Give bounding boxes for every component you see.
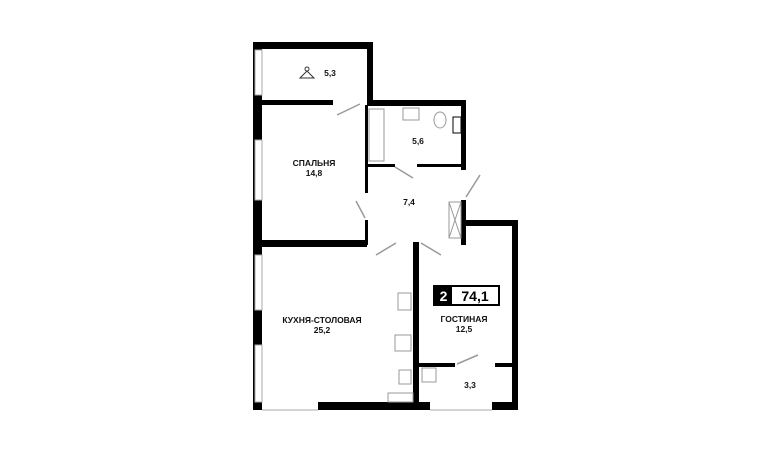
room-area: 14,8 <box>305 168 323 178</box>
washing-machine <box>452 116 462 134</box>
room-name: СПАЛЬНЯ <box>292 158 336 168</box>
room-kitchen-dining: КУХНЯ-СТОЛОВАЯ 25,2 <box>282 315 361 335</box>
toilet <box>433 111 447 129</box>
boiler <box>398 369 412 385</box>
room-name: КУХНЯ-СТОЛОВАЯ <box>282 315 362 325</box>
room-area-storage: 3,3 <box>464 380 476 390</box>
stove <box>394 334 412 352</box>
room-area: 12,5 <box>455 324 473 334</box>
room-area: 25,2 <box>313 325 331 335</box>
apartment-badge: 2 74,1 <box>433 285 500 306</box>
cabinet <box>387 392 414 403</box>
ventilation-shaft <box>448 201 462 239</box>
fixtures <box>368 107 462 403</box>
storage-unit <box>421 367 437 383</box>
rooms-count: 2 <box>435 287 452 304</box>
total-area: 74,1 <box>452 287 498 304</box>
walls <box>253 42 518 410</box>
room-area-wardrobe: 5,3 <box>324 68 336 78</box>
room-living: ГОСТИНАЯ 12,5 <box>441 314 488 334</box>
bathroom-sink <box>402 107 420 121</box>
room-area-bathroom: 5,6 <box>412 136 424 146</box>
room-name: ГОСТИНАЯ <box>440 314 488 324</box>
windows <box>254 49 492 411</box>
doors <box>336 103 481 365</box>
room-area-hallway: 7,4 <box>403 197 415 207</box>
hanger-icon <box>298 66 316 79</box>
kitchen-sink <box>397 292 412 311</box>
room-bedroom: СПАЛЬНЯ 14,8 <box>293 158 336 178</box>
bathtub <box>368 108 385 162</box>
